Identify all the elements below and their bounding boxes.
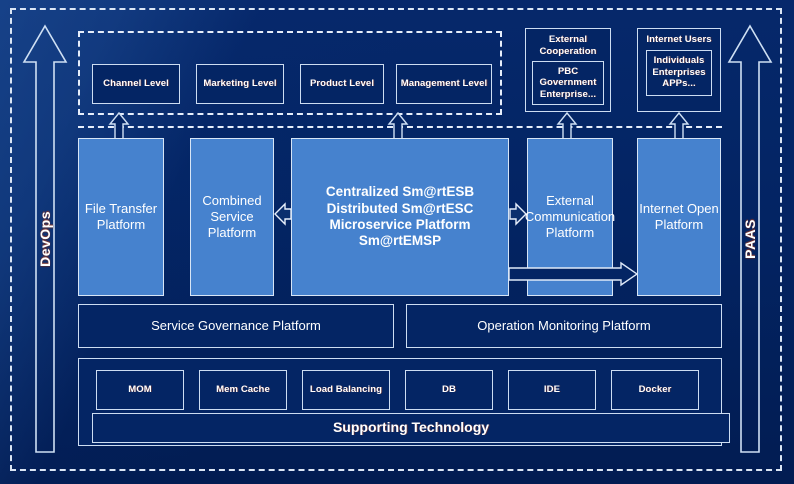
arrow-center-to-internet-open — [508, 261, 639, 288]
arrow-up-internet-open — [668, 111, 690, 140]
platform-file-transfer[interactable]: File Transfer Platform — [78, 138, 164, 296]
business-level-product-label: Product Level — [309, 78, 375, 90]
arrow-right-center-to-external — [509, 200, 527, 228]
platform-external-communication-label: External Communication Platform — [524, 193, 616, 240]
tech-load-balancing[interactable]: Load Balancing — [302, 370, 390, 410]
paas-pillar-arrow: PAAS — [727, 24, 773, 454]
platform-file-transfer-label: File Transfer Platform — [84, 201, 158, 232]
tech-mem-cache[interactable]: Mem Cache — [199, 370, 287, 410]
arrow-left-combined-to-center — [274, 200, 292, 228]
supporting-technology-banner-label: Supporting Technology — [332, 419, 490, 436]
tech-mom-label: MOM — [128, 384, 152, 396]
tech-db[interactable]: DB — [405, 370, 493, 410]
tech-docker-label: Docker — [638, 384, 672, 396]
external-cooperation-title: External Cooperation — [539, 34, 597, 57]
platform-combined-service-label: Combined Service Platform — [202, 193, 262, 240]
platform-internet-open[interactable]: Internet Open Platform — [637, 138, 721, 296]
tech-db-label: DB — [442, 384, 456, 396]
band-operation-monitoring[interactable]: Operation Monitoring Platform — [406, 304, 722, 348]
platform-combined-service[interactable]: Combined Service Platform — [190, 138, 274, 296]
tech-ide-label: IDE — [543, 384, 561, 396]
business-level-management[interactable]: Management Level — [396, 64, 492, 104]
tech-ide[interactable]: IDE — [508, 370, 596, 410]
business-level-management-label: Management Level — [400, 78, 488, 90]
business-level-marketing[interactable]: Marketing Level — [196, 64, 284, 104]
tech-docker[interactable]: Docker — [611, 370, 699, 410]
internet-users-title: Internet Users — [646, 34, 712, 45]
platform-center-line-emsp: Microservice Platform Sm@rtEMSP — [329, 217, 471, 249]
external-cooperation-group[interactable]: External Cooperation PBC Government Ente… — [525, 28, 611, 112]
platform-center-line-esc: Distributed Sm@rtESC — [326, 200, 474, 216]
internet-users-inner: Individuals Enterprises APPs... — [646, 49, 712, 96]
paas-label: PAAS — [742, 219, 758, 259]
tech-mem-cache-label: Mem Cache — [216, 384, 270, 396]
tech-mom[interactable]: MOM — [96, 370, 184, 410]
business-level-product[interactable]: Product Level — [300, 64, 384, 104]
devops-label: DevOps — [37, 211, 53, 267]
external-cooperation-inner: PBC Government Enterprise... — [532, 61, 604, 106]
supporting-technology-banner: Supporting Technology — [92, 413, 730, 443]
paas-arrow-shape — [727, 24, 773, 453]
platform-center-line-esb: Centralized Sm@rtESB — [325, 184, 475, 200]
band-operation-monitoring-label: Operation Monitoring Platform — [477, 318, 651, 334]
business-level-channel[interactable]: Channel Level — [92, 64, 180, 104]
platform-integration-center[interactable]: Centralized Sm@rtESB Distributed Sm@rtES… — [291, 138, 509, 296]
arrow-up-center-platform — [387, 111, 409, 140]
business-level-channel-label: Channel Level — [103, 78, 169, 90]
business-level-marketing-label: Marketing Level — [203, 78, 277, 90]
band-service-governance[interactable]: Service Governance Platform — [78, 304, 394, 348]
devops-pillar-arrow: DevOps — [22, 24, 68, 454]
arrow-up-external-communication — [556, 111, 578, 140]
paas-label-wrap: PAAS — [727, 24, 773, 454]
tech-load-balancing-label: Load Balancing — [309, 384, 383, 396]
internet-users-group[interactable]: Internet Users Individuals Enterprises A… — [637, 28, 721, 112]
devops-label-wrap: DevOps — [22, 24, 68, 454]
arrow-up-file-transfer — [108, 111, 130, 140]
band-service-governance-label: Service Governance Platform — [151, 318, 321, 334]
business-levels-group — [78, 31, 502, 115]
devops-arrow-shape — [22, 24, 68, 453]
platform-internet-open-label: Internet Open Platform — [639, 201, 719, 232]
